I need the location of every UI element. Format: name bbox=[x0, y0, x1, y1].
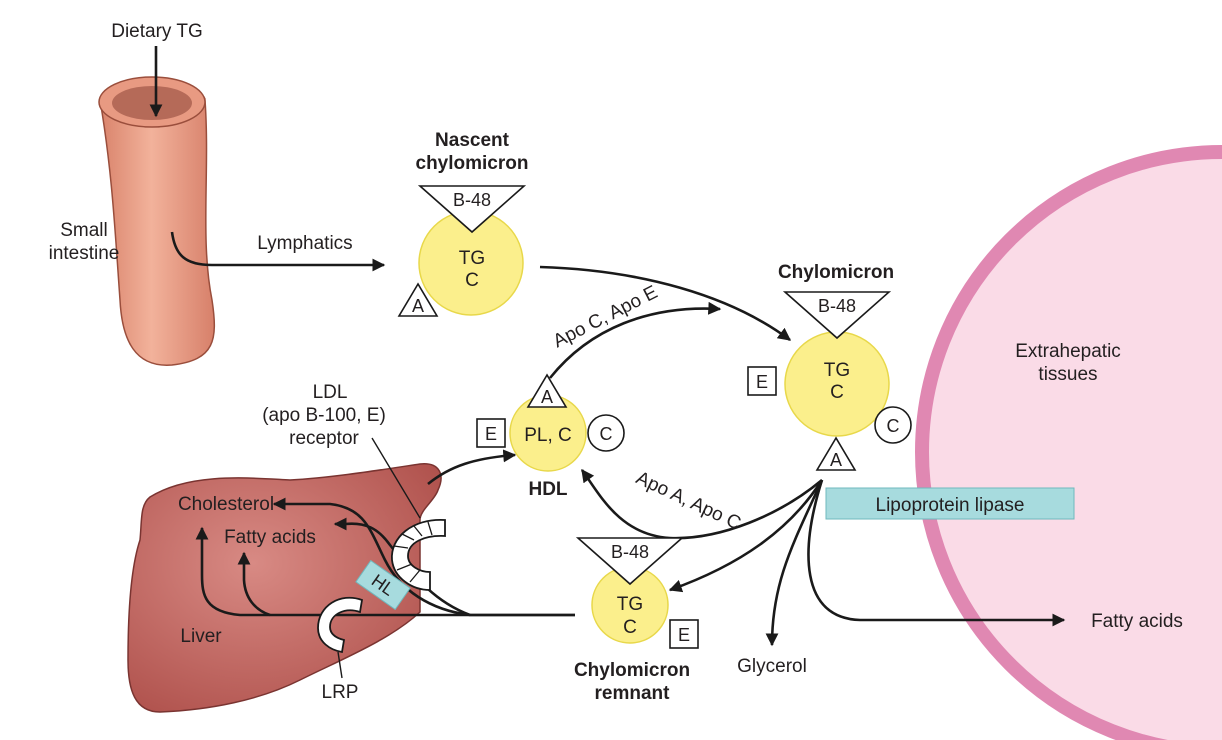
nascent-tg-label: TG bbox=[459, 248, 485, 269]
chylomicron-apo-e-box bbox=[747, 366, 777, 396]
nascent-to-chylomicron-arrow bbox=[539, 265, 792, 342]
remnant-b48-triangle bbox=[575, 537, 685, 586]
chylomicron-remnant: B-48 TG C E bbox=[575, 537, 699, 649]
lrp-receptor bbox=[317, 596, 364, 654]
chylomicron-to-remnant-arrow bbox=[668, 479, 824, 593]
nascent-title-1: Nascent bbox=[435, 130, 510, 151]
cholesterol-label: Cholesterol bbox=[178, 494, 274, 515]
ldl-receptor-label-3: receptor bbox=[289, 428, 359, 449]
nascent-b48-label: B-48 bbox=[453, 190, 491, 210]
nascent-b48-triangle bbox=[417, 185, 527, 234]
hdl-apo-e-label: E bbox=[485, 424, 497, 444]
glycerol-arrow bbox=[765, 479, 824, 647]
fatty-acids-out-label: Fatty acids bbox=[1091, 611, 1183, 632]
small-intestine bbox=[98, 76, 216, 366]
chylomicron-apo-c-circle bbox=[874, 406, 912, 444]
lipoprotein-lipase-label: Lipoprotein lipase bbox=[876, 495, 1025, 516]
nascent-apo-a-triangle bbox=[397, 282, 439, 317]
ldl-receptor-label-1: LDL bbox=[313, 382, 348, 403]
ldl-receptor-pointer bbox=[371, 437, 421, 519]
dietary-tg-label: Dietary TG bbox=[111, 21, 203, 42]
lipoprotein-lipase-box bbox=[825, 487, 1075, 520]
liver-label: Liver bbox=[180, 626, 222, 647]
fatty-acids-liver-label: Fatty acids bbox=[224, 527, 316, 548]
chylomicron-apo-c-label: C bbox=[887, 416, 900, 436]
remnant-to-fatty-acids-path bbox=[237, 551, 271, 617]
chylomicron-apo-a-label: A bbox=[830, 450, 842, 470]
chylomicron-b48-triangle bbox=[782, 291, 892, 340]
ldl-receptor-label-2: (apo B-100, E) bbox=[262, 405, 386, 426]
apo-ac-label: Apo A, Apo C bbox=[633, 468, 744, 535]
lymphatics-arrow bbox=[170, 231, 386, 272]
glycerol-label: Glycerol bbox=[737, 656, 807, 677]
hdl-apo-c-label: C bbox=[600, 424, 613, 444]
nascent-apo-a-label: A bbox=[412, 296, 424, 316]
ldl-receptor bbox=[391, 519, 446, 591]
small-intestine-label-2: intestine bbox=[49, 243, 120, 264]
ldl-to-fatty-acids-path bbox=[333, 517, 471, 617]
hdl-apo-a-triangle bbox=[526, 373, 568, 408]
small-intestine-label-1: Small bbox=[60, 220, 108, 241]
chylomicron-title: Chylomicron bbox=[778, 262, 894, 283]
chylomicron-apo-e-label: E bbox=[756, 372, 768, 392]
chylomicron-c-label: C bbox=[830, 382, 844, 403]
hdl-apo-e-box bbox=[476, 418, 506, 448]
chylomicron-b48-label: B-48 bbox=[818, 296, 856, 316]
apo-ce-transfer-arrow bbox=[548, 301, 722, 379]
liver-to-hdl-arrow bbox=[427, 449, 517, 486]
lrp-pointer bbox=[337, 651, 343, 679]
remnant-to-cholesterol-path bbox=[195, 526, 575, 617]
hdl-apo-c-circle bbox=[587, 414, 625, 452]
extrahepatic-tissue: Extrahepatic tissues bbox=[915, 145, 1222, 740]
hdl-title: HDL bbox=[528, 479, 567, 500]
lrp-label: LRP bbox=[322, 682, 359, 703]
remnant-b48-label: B-48 bbox=[611, 542, 649, 562]
hdl-core-label: PL, C bbox=[524, 425, 572, 446]
hdl: A PL, C E C bbox=[476, 373, 625, 472]
chylomicron-tg-label: TG bbox=[824, 360, 850, 381]
fatty-acids-out-arrow bbox=[807, 479, 1066, 627]
remnant-title-2: remnant bbox=[595, 683, 671, 704]
remnant-c-label: C bbox=[623, 617, 637, 638]
nascent-c-label: C bbox=[465, 270, 479, 291]
chylomicron: B-48 TG C E C A bbox=[747, 291, 912, 471]
ldl-to-cholesterol-path bbox=[272, 497, 575, 617]
extrahepatic-label-2: tissues bbox=[1038, 364, 1097, 385]
extrahepatic-label-1: Extrahepatic bbox=[1015, 341, 1121, 362]
nascent-chylomicron: B-48 TG C A bbox=[397, 185, 527, 317]
remnant-tg-label: TG bbox=[617, 594, 643, 615]
remnant-apo-e-box bbox=[669, 619, 699, 649]
hdl-apo-a-label: A bbox=[541, 387, 553, 407]
remnant-title-1: Chylomicron bbox=[574, 660, 690, 681]
remnant-apo-e-label: E bbox=[678, 625, 690, 645]
lymphatics-label: Lymphatics bbox=[257, 233, 352, 254]
nascent-title-2: chylomicron bbox=[416, 153, 529, 174]
chylomicron-apo-a-triangle bbox=[815, 436, 857, 471]
